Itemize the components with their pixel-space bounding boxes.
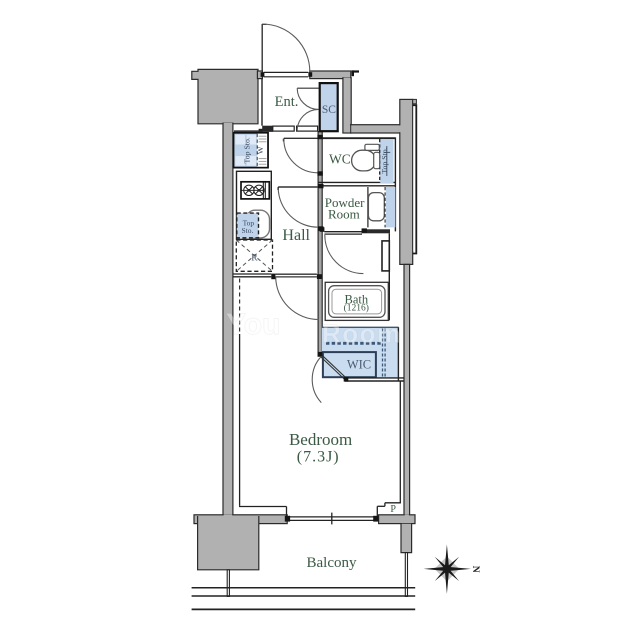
svg-text:Ent.: Ent. xyxy=(275,94,299,110)
svg-text:R: R xyxy=(251,253,258,263)
svg-text:Sto.: Sto. xyxy=(241,226,253,235)
svg-text:WC: WC xyxy=(329,151,351,166)
svg-text:Powder: Powder xyxy=(325,195,365,210)
svg-text:W: W xyxy=(255,146,265,154)
svg-text:SC: SC xyxy=(322,104,336,116)
svg-text:P: P xyxy=(390,504,396,515)
svg-text:N: N xyxy=(470,566,480,573)
svg-text:WIC: WIC xyxy=(347,358,371,372)
svg-text:Top Sto.: Top Sto. xyxy=(243,137,252,163)
svg-text:(1216): (1216) xyxy=(344,303,369,314)
svg-text:Top: Top xyxy=(243,218,255,227)
svg-text:Hall: Hall xyxy=(282,227,310,244)
svg-text:(7.3J): (7.3J) xyxy=(297,449,340,466)
svg-text:Bedroom: Bedroom xyxy=(289,430,352,449)
svg-text:Top Sto.: Top Sto. xyxy=(380,147,389,173)
svg-text:Bath: Bath xyxy=(344,293,368,307)
svg-text:Balcony: Balcony xyxy=(307,555,357,571)
svg-text:Room: Room xyxy=(328,207,360,222)
